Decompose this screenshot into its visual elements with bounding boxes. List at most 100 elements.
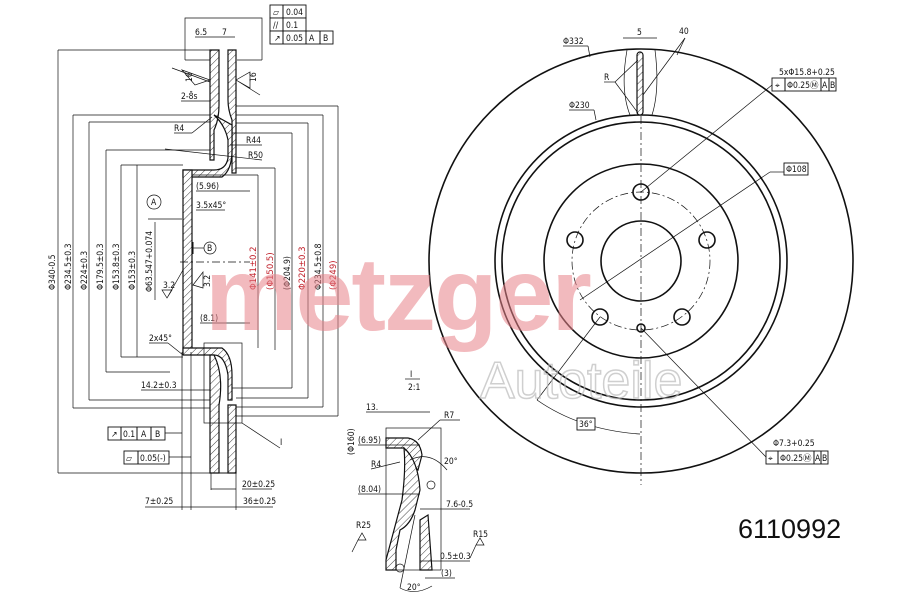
dim-7-bottom: 7±0.25 xyxy=(145,497,173,507)
watermark-logo: metzger xyxy=(205,237,590,353)
radius-r4-detail: R4 xyxy=(371,460,381,470)
angle-box xyxy=(576,417,596,431)
radius-r50: R50 xyxy=(248,151,263,161)
dim-d340: Φ340-0.5 xyxy=(48,254,58,290)
flatness-frame xyxy=(123,450,170,465)
dim-8-1: (8.1) xyxy=(200,314,218,324)
runout-value: 0.05 xyxy=(286,34,303,44)
locating-hole xyxy=(636,323,646,333)
small-hole-label: Φ7.3+0.25 xyxy=(773,439,815,449)
dim-7-6: 7.6-0.5 xyxy=(446,500,473,510)
dim-d204-9: (Φ204.9) xyxy=(283,256,293,290)
dim-13: 13. xyxy=(366,403,378,413)
dim-3: (3) xyxy=(441,569,452,579)
tolerance-frame-top: ▱ // ↗ 0.04 0.1 0.05 A B xyxy=(269,4,334,45)
dim-d224: Φ224±0.3 xyxy=(80,251,90,290)
angle-20-top: 20° xyxy=(444,457,458,467)
position-icon: ⌖ xyxy=(768,454,773,464)
pcd-box xyxy=(783,162,809,176)
dim-6-5: 6.5 xyxy=(195,28,207,38)
section-view: 6.5 7 I xyxy=(48,17,339,510)
dim-0-5: 0.5±0.3 xyxy=(440,552,471,562)
dim-d153-8: Φ153.8±0.3 xyxy=(112,243,122,290)
runout-icon: ↗ xyxy=(111,430,117,440)
parallelism-icon: // xyxy=(273,21,279,31)
holes-datum-a: A xyxy=(822,81,828,91)
runout-datum-a: A xyxy=(141,430,147,440)
bolt-hole xyxy=(632,183,650,201)
roughness-3-2-left: 3.2 xyxy=(163,281,175,291)
small-hole-datum-b: B xyxy=(822,454,827,464)
front-view: 5 40 R Φ332 Φ230 5xΦ15.8+0.25 ⌖ Φ0.25Ⓜ A… xyxy=(428,27,854,485)
detail-view: I 2:1 13. R7 (Φ160) (6.95) R4 20° (8.04)… xyxy=(347,370,488,593)
dim-d220: Φ220±0.3 xyxy=(298,246,308,290)
dim-14-2: 14.2±0.3 xyxy=(141,381,177,391)
dim-d141: Φ141±0.2 xyxy=(249,246,259,290)
right-diameter-labels: Φ141±0.2 (Φ150.5) (Φ204.9) Φ220±0.3 Φ234… xyxy=(249,243,339,290)
runout-value: 0.1 xyxy=(123,430,135,440)
position-icon: ⌖ xyxy=(775,81,780,91)
dim-6-95: (6.95) xyxy=(358,436,381,446)
radius-r25: R25 xyxy=(356,521,371,531)
roughness-right: 16 xyxy=(249,72,259,82)
runout-datum-b: B xyxy=(155,430,160,440)
runout-icon: ↗ xyxy=(274,34,280,44)
radius-r7: R7 xyxy=(444,411,454,421)
dim-5: 5 xyxy=(637,28,642,38)
dim-d332: Φ332 xyxy=(563,37,584,47)
radius-r4: R4 xyxy=(174,124,184,134)
bolt-hole xyxy=(566,231,584,249)
datum-a: A xyxy=(309,34,315,44)
holes-position-frame xyxy=(771,77,837,92)
roughness-3-2-right: 3.2 xyxy=(203,275,213,287)
small-hole-datum-a: A xyxy=(815,454,821,464)
datum-a-label: A xyxy=(151,198,157,208)
dim-36: 36±0.25 xyxy=(243,497,276,507)
datum-a-marker xyxy=(146,194,162,210)
bolt-hole xyxy=(673,308,691,326)
dim-8-04: (8.04) xyxy=(358,485,381,495)
dim-20: 20±0.25 xyxy=(242,480,275,490)
dim-d160: (Φ160) xyxy=(347,428,357,455)
datum-b-label: B xyxy=(207,244,212,254)
dim-d230: Φ230 xyxy=(569,101,590,111)
small-hole-position-frame xyxy=(765,450,829,465)
detail-marker-label: I xyxy=(280,438,282,448)
dim-d234-5-right: Φ234.5±0.8 xyxy=(314,243,324,290)
parallelism-value: 0.1 xyxy=(286,21,298,31)
chamfer-2: 2x45° xyxy=(149,334,172,344)
angle-20-bottom: 20° xyxy=(407,583,421,593)
part-number: 6110992 xyxy=(738,514,841,544)
detail-scale: 2:1 xyxy=(408,383,420,393)
dim-pcd: Φ108 xyxy=(786,165,807,175)
flatness-value: 0.04 xyxy=(286,8,303,18)
center-bore xyxy=(600,220,682,302)
bolt-hole xyxy=(698,231,716,249)
small-hole-position-value: Φ0.25Ⓜ xyxy=(780,454,812,464)
dim-d150-5: (Φ150.5) xyxy=(266,252,276,290)
flatness-icon: ▱ xyxy=(273,8,279,18)
dim-d63-547: Φ63.547+0.074 xyxy=(145,231,155,292)
dim-d249: (Φ249) xyxy=(329,260,339,290)
radius-r15: R15 xyxy=(473,530,488,540)
dim-40: 40 xyxy=(679,27,689,37)
dim-7: 7 xyxy=(222,28,227,38)
holes-label: 5xΦ15.8+0.25 xyxy=(779,68,835,78)
flatness-value: 0.05(-) xyxy=(140,454,166,464)
datum-b: B xyxy=(323,34,328,44)
holes-datum-b: B xyxy=(830,81,835,91)
chamfer-3-5: 3.5x45° xyxy=(196,201,226,211)
dim-2-8: 2-8̄s xyxy=(181,90,197,102)
radius-r-slot: R xyxy=(604,73,610,83)
angle-36: 36° xyxy=(579,420,593,430)
watermark-subtitle: Autoteile xyxy=(480,352,682,410)
roughness-left: 16 xyxy=(185,72,195,82)
left-diameter-labels: Φ340-0.5 Φ234.5±0.3 Φ224±0.3 Φ179.5±0.3 … xyxy=(48,231,155,292)
flatness-icon: ▱ xyxy=(126,454,132,464)
dim-d234-5: Φ234.5±0.3 xyxy=(64,243,74,290)
bolt-holes xyxy=(566,183,716,333)
dim-d179-5: Φ179.5±0.3 xyxy=(96,243,106,290)
detail-label: I xyxy=(410,370,412,380)
bolt-hole xyxy=(591,308,609,326)
